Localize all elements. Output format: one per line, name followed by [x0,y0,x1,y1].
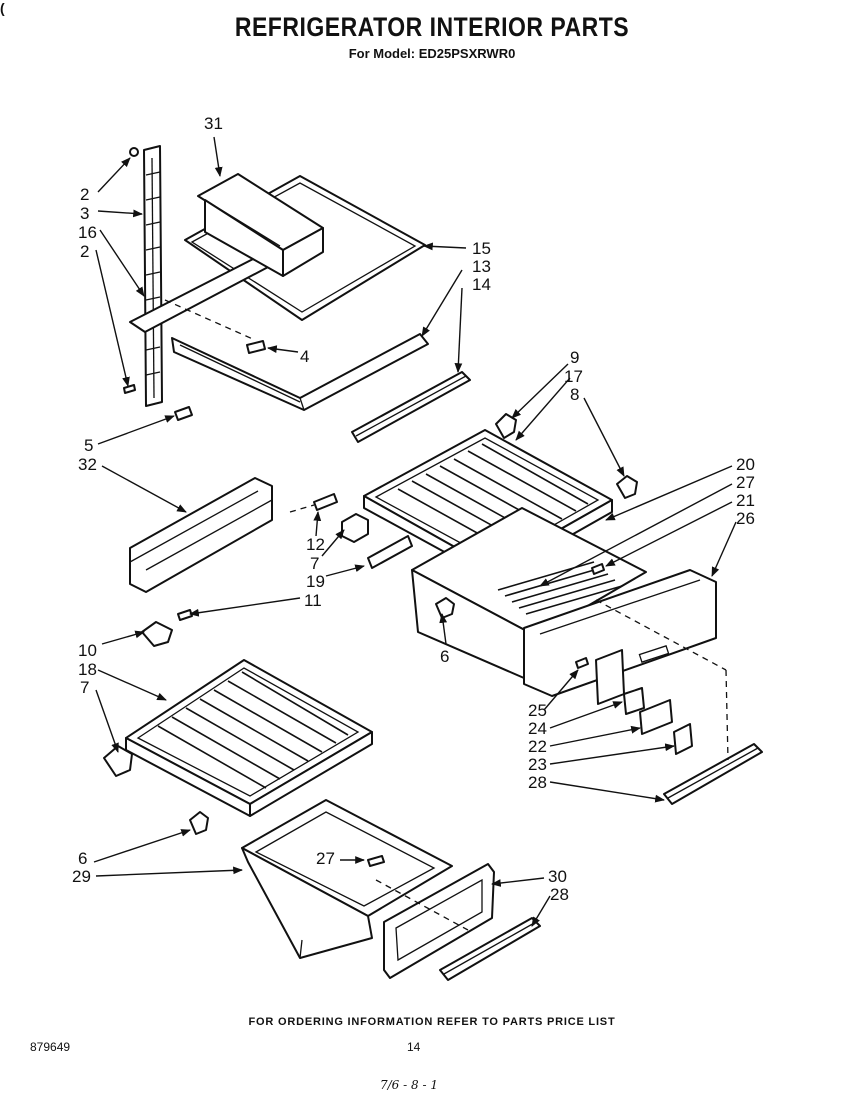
callout-labels: 31 2 3 16 2 15 13 14 4 5 32 9 17 8 20 27… [72,114,755,904]
callout-5: 5 [84,436,93,455]
callout-2-lower: 2 [80,242,89,261]
support-10 [141,621,173,647]
callout-8: 8 [570,385,579,404]
screw-top [129,147,139,157]
door-bin [197,173,324,277]
callout-23: 23 [528,755,547,774]
callout-15: 15 [472,239,491,258]
callout-7-lower: 7 [80,678,89,697]
support-6b [189,811,209,835]
corner-mark: ( [0,0,5,16]
callout-7: 7 [310,554,319,573]
callout-10: 10 [78,641,97,660]
crisper-cover-trim [129,477,273,593]
callout-22: 22 [528,737,547,756]
bracket-7a [341,513,369,543]
screw-bottom [123,384,136,394]
callout-9: 9 [570,348,579,367]
callout-32: 32 [78,455,97,474]
screw-27b [367,855,385,867]
ordering-note: FOR ORDERING INFORMATION REFER TO PARTS … [248,1016,616,1028]
crisper-shelf-lower [125,659,373,817]
document-number: 879649 [30,1040,71,1054]
callout-2: 2 [80,185,89,204]
callout-11: 11 [304,591,322,610]
callout-28: 28 [528,773,547,792]
callout-27: 27 [736,473,755,492]
humidity-control [595,649,693,755]
callout-31: 31 [204,114,223,133]
callout-19: 19 [306,572,325,591]
model-subtitle: For Model: ED25PSXRWR0 [348,46,516,61]
callout-24: 24 [528,719,547,738]
screw-11 [177,609,193,621]
pin-12 [313,493,338,511]
callout-29: 29 [72,867,91,886]
crisper-drawer-lower [241,799,453,959]
callout-17: 17 [564,367,583,386]
callout-18: 18 [78,660,97,679]
screw-21 [591,563,605,575]
shelf-pin-4 [246,340,266,354]
callout-13: 13 [472,257,491,276]
page-number: 14 [407,1040,421,1054]
callout-4: 4 [300,347,309,366]
shelf-trim-strip [351,371,471,443]
shelf-frame [129,257,429,411]
callout-27-lower: 27 [316,849,335,868]
crisper-drawer-upper [411,507,647,679]
drawer-trim-28a [663,743,763,805]
support-9 [495,413,517,439]
callout-30: 30 [548,867,567,886]
drawer-trim-28b [439,917,541,981]
callout-3: 3 [80,204,89,223]
callout-14: 14 [472,275,491,294]
slide-bracket-19 [367,535,413,569]
shelf-pin-5 [174,406,193,421]
page-title: REFRIGERATOR INTERIOR PARTS [234,11,630,42]
callout-28-lower: 28 [550,885,569,904]
leader-lines [93,136,737,927]
callout-20: 20 [736,455,755,474]
screw-25 [575,657,589,669]
callout-6-lower: 6 [78,849,87,868]
handwritten-note: 7/6 - 8 - 1 [380,1078,438,1092]
callout-16: 16 [78,223,97,242]
callout-6: 6 [440,647,449,666]
drawer-front-30 [383,863,495,979]
callout-21: 21 [736,491,755,510]
shelf-ladder-rail [143,145,163,407]
callout-26: 26 [736,509,755,528]
support-8 [616,475,638,499]
callout-12: 12 [306,535,325,554]
crisper-front-panel [523,569,717,697]
callout-25: 25 [528,701,547,720]
